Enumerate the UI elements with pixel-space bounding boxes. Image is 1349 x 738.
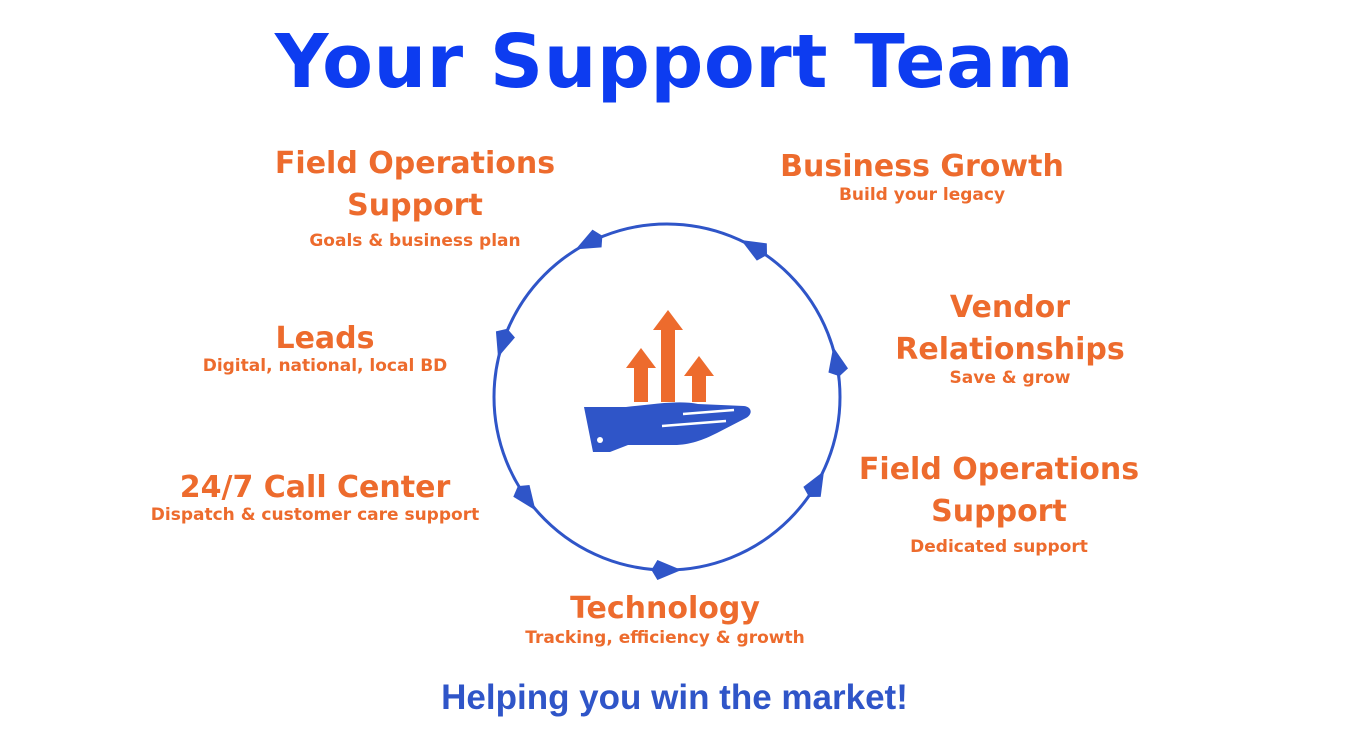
node-subtitle: Digital, national, local BD [202, 356, 448, 376]
cycle-arrow-icon [495, 328, 515, 358]
node-heading: Field Operations Support [858, 452, 1140, 529]
node-vendor-relationships: Vendor Relationships Save & grow [880, 287, 1140, 390]
cycle-arrows [495, 229, 848, 580]
cycle-arrow-icon [828, 346, 848, 377]
node-subtitle: Build your legacy [838, 185, 1006, 205]
node-technology: Technology Tracking, efficiency & growth [505, 588, 825, 650]
node-heading: 24/7 Call Center [179, 470, 451, 505]
cycle-arrow-icon [513, 485, 536, 511]
cycle-arrow-icon [575, 229, 603, 250]
cycle-arrow-icon [803, 471, 825, 498]
node-leads: Leads Digital, national, local BD [180, 318, 470, 378]
node-heading: Business Growth [780, 149, 1064, 184]
cycle-arrow-icon [741, 239, 768, 261]
node-business-growth: Business Growth Build your legacy [777, 146, 1067, 207]
node-heading: Technology [570, 591, 760, 626]
hand-growth-arrows-icon [584, 310, 751, 452]
node-heading: Vendor Relationships [895, 290, 1125, 367]
node-heading: Field Operations Support [274, 146, 556, 223]
node-field-operations-dedicated: Field Operations Support Dedicated suppo… [854, 449, 1144, 559]
page-title: Your Support Team [274, 19, 1075, 105]
node-heading: Leads [275, 321, 375, 356]
cycle-arrow-icon [651, 560, 682, 580]
node-subtitle: Goals & business plan [309, 231, 521, 251]
node-subtitle: Save & grow [949, 368, 1071, 388]
node-field-operations-goals: Field Operations Support Goals & busines… [270, 143, 560, 253]
node-subtitle: Dispatch & customer care support [150, 505, 480, 525]
node-subtitle: Tracking, efficiency & growth [525, 628, 805, 648]
node-subtitle: Dedicated support [910, 537, 1088, 557]
tagline: Helping you win the market! [441, 678, 908, 717]
node-call-center: 24/7 Call Center Dispatch & customer car… [130, 467, 500, 527]
